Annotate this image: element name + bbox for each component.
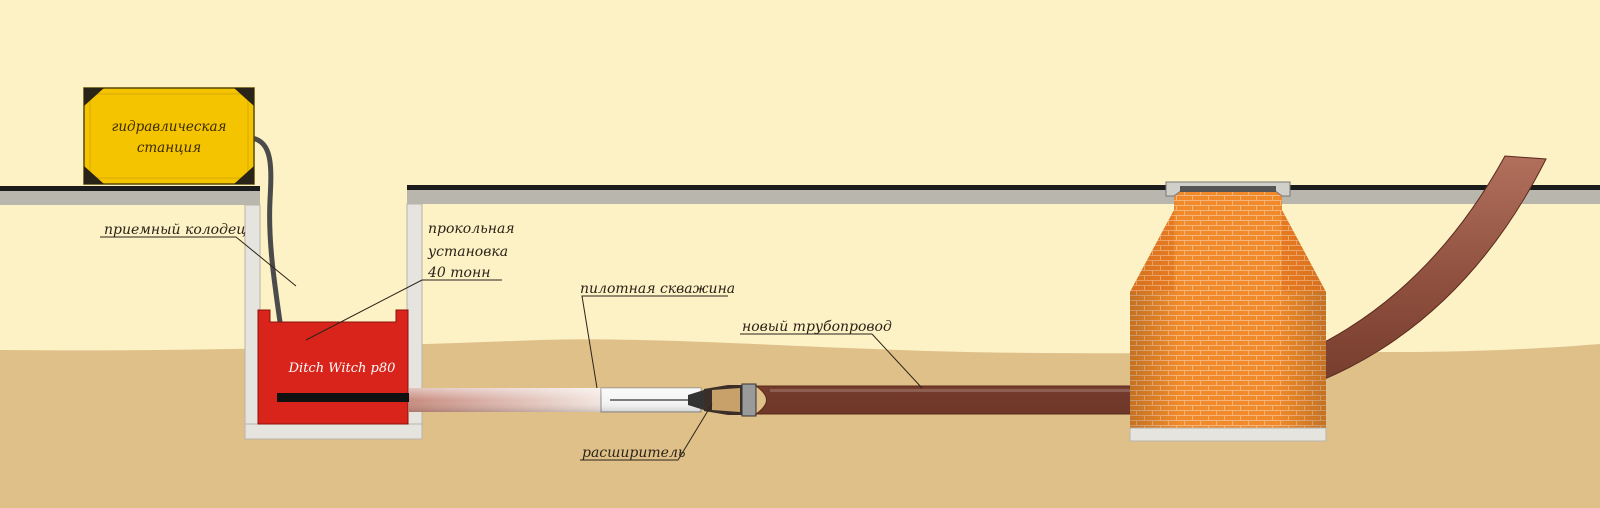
label-piercing-unit: прокольная установка 40 тонн xyxy=(305,221,515,341)
soil xyxy=(0,339,1600,508)
machine-name-label: Ditch Witch p80 xyxy=(288,361,396,376)
label-new-pipeline: новый трубопровод xyxy=(740,319,923,389)
piercing-unit-label-3: 40 тонн xyxy=(427,265,490,281)
hydraulic-station: гидравлическая станция xyxy=(83,87,255,185)
receiving-pit-label: приемный колодец xyxy=(104,222,246,238)
piercing-machine: Ditch Witch p80 xyxy=(257,309,409,425)
ground-surface xyxy=(0,185,1600,205)
hydraulic-hose xyxy=(251,135,283,323)
manhole xyxy=(1129,181,1327,442)
hydraulic-station-label-1: гидравлическая xyxy=(112,119,227,135)
new-pipeline-label: новый трубопровод xyxy=(742,319,892,335)
piercing-unit-label-1: прокольная xyxy=(428,221,515,237)
pilot-rod xyxy=(409,388,601,412)
pilot-bore-label: пилотная скважина xyxy=(580,281,735,297)
reamer xyxy=(600,383,757,417)
label-receiving-pit: приемный колодец xyxy=(100,222,297,287)
reamer-label: расширитель xyxy=(582,445,686,461)
piercing-unit-label-2: установка xyxy=(427,244,508,260)
label-reamer: расширитель xyxy=(580,403,713,461)
label-pilot-bore: пилотная скважина xyxy=(580,281,735,389)
hydraulic-station-label-2: станция xyxy=(137,140,201,156)
